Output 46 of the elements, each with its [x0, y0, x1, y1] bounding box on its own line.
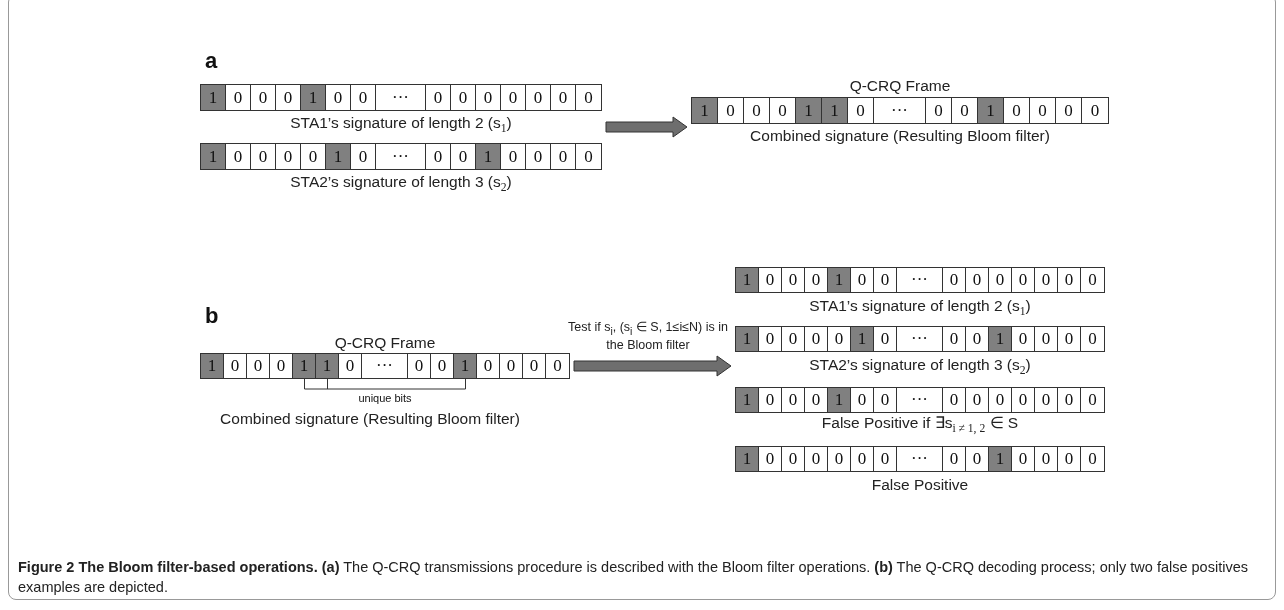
bit-array — [735, 326, 1105, 352]
array-caption: Combined signature (Resulting Bloom filter) — [220, 410, 520, 428]
bracket-label: unique bits — [358, 392, 412, 404]
set-bit-cell: 1 — [201, 354, 224, 378]
set-bit-cell: 1 — [989, 447, 1012, 471]
set-bit-cell: 1 — [828, 388, 851, 412]
panel-letter: a — [205, 48, 218, 74]
set-bit-cell: 1 — [326, 144, 351, 169]
set-bit-cell: 1 — [454, 354, 477, 378]
set-bit-cell: 1 — [978, 98, 1004, 123]
set-bit-cell: 1 — [822, 98, 848, 123]
block-arrow — [573, 355, 732, 377]
bit-array — [735, 387, 1105, 413]
set-bit-cell: 1 — [293, 354, 316, 378]
array-caption: Combined signature (Resulting Bloom filter) — [750, 127, 1050, 145]
set-bit-cell: 1 — [201, 144, 226, 169]
bit-array — [200, 143, 602, 170]
set-bit-cell: 1 — [736, 327, 759, 351]
block-arrow — [605, 116, 688, 138]
bit-array — [691, 97, 1109, 124]
array-caption: False Positive — [871, 476, 969, 494]
set-bit-cell: 1 — [476, 144, 501, 169]
set-bit-cell: 1 — [736, 268, 759, 292]
array-caption: STA1’s signature of length 2 (s$_{1}$) — [809, 297, 1031, 319]
bit-array — [735, 446, 1105, 472]
array-caption: False Positive if ∃s$_{i ≠ 1, 2}$ ∈ S — [821, 414, 1019, 436]
set-bit-cell: 1 — [989, 327, 1012, 351]
panel-letter: b — [205, 303, 219, 329]
bit-array — [200, 353, 570, 379]
set-bit-cell: 1 — [301, 85, 326, 110]
figure-caption: Figure 2 The Bloom filter-based operations. (a) The Q-CRQ transmissions procedure is described with the Bloom filter operations. (b) The Q-CRQ decoding process; only two false positives examples are depicted. — [18, 558, 1249, 598]
set-bit-cell: 1 — [201, 85, 226, 110]
set-bit-cell: 1 — [828, 268, 851, 292]
array-caption: STA2’s signature of length 3 (s$_{2}$) — [809, 356, 1031, 378]
bit-array — [200, 84, 602, 111]
set-bit-cell: 1 — [316, 354, 339, 378]
set-bit-cell: 1 — [736, 388, 759, 412]
bit-array — [735, 267, 1105, 293]
set-bit-cell: 1 — [851, 327, 874, 351]
array-caption: Q-CRQ Frame — [849, 77, 951, 95]
set-bit-cell: 1 — [692, 98, 718, 123]
array-caption: STA1’s signature of length 2 (s$_{1}$) — [290, 114, 512, 136]
set-bit-cell: 1 — [796, 98, 822, 123]
array-caption: STA2’s signature of length 3 (s$_{2}$) — [290, 173, 512, 195]
array-caption: Q-CRQ Frame — [334, 334, 436, 352]
set-bit-cell: 1 — [736, 447, 759, 471]
